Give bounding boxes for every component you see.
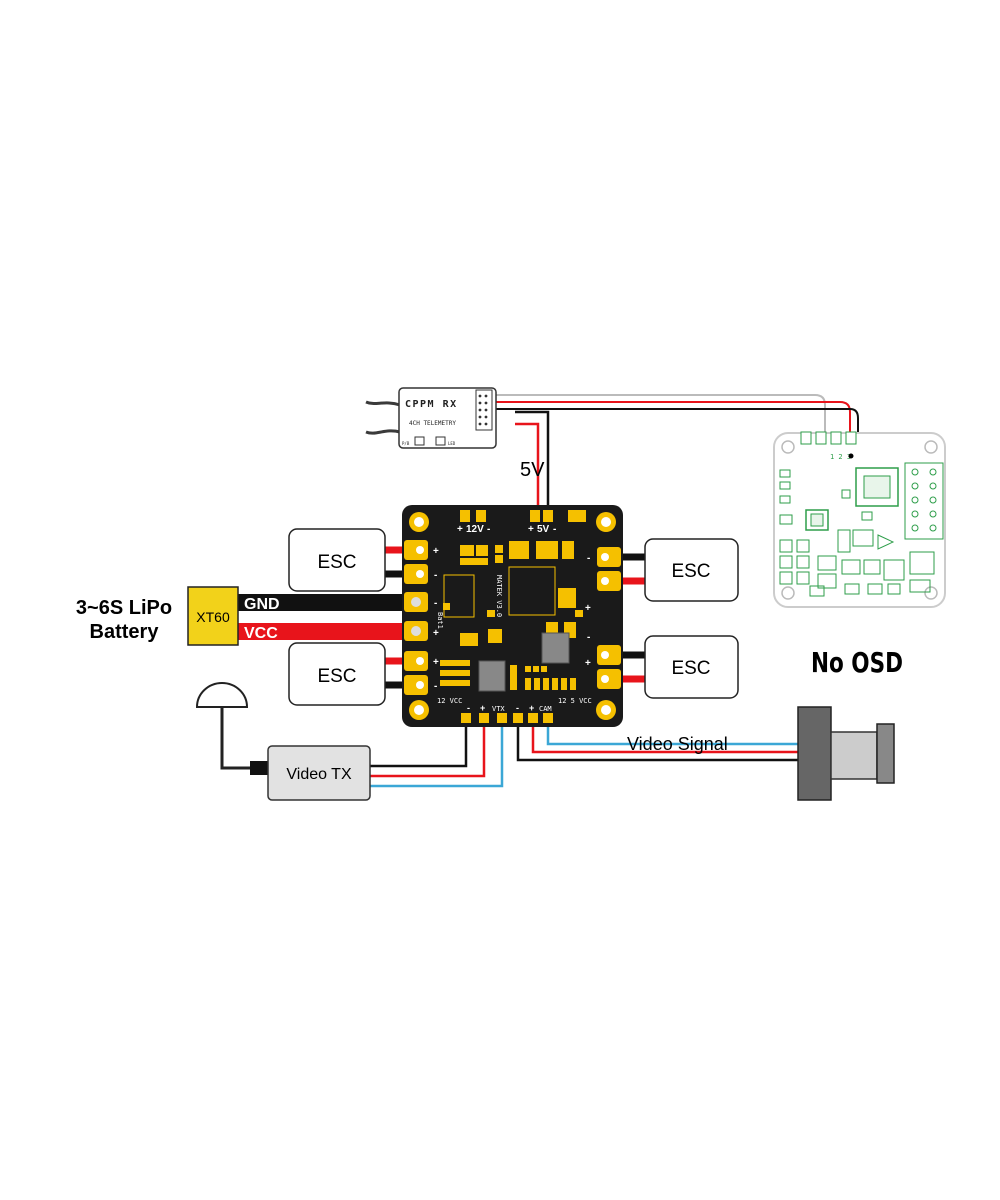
esc-top-right-label: ESC [671,561,710,582]
esc-bottom-right: ESC [644,635,739,699]
fc-sensor-core [810,513,824,527]
board-cam-label: CAM [539,705,552,713]
receiver-title: CPPM RX [405,399,458,410]
board-cam-minus: - [516,703,519,713]
receiver-subtitle: 4CH TELEMETRY [409,420,456,427]
board-label-12v: 12V [466,524,484,535]
battery-label-line2: Battery [90,621,160,643]
esc-bottom-left: ESC [288,642,386,706]
esc-bottom-left-label: ESC [317,666,356,687]
top-pads [460,510,586,522]
pad-sign: + [433,546,439,557]
pad-sign: + [585,658,591,669]
fc-mount-hole [781,440,795,454]
no-osd-label: No OSD [811,646,903,679]
board-bottom-right: 12 5 VCC [558,697,592,705]
receiver-button-icon [414,436,425,446]
board-label-5v: 5V [537,524,550,535]
esc-top-left-label: ESC [317,552,356,573]
board-plus-5v: + [528,524,534,535]
camera [797,706,895,801]
video-signal-label: Video Signal [627,734,728,754]
pad-sign: - [587,553,590,564]
video-tx: Video TX [267,745,371,801]
fc-mcu-core [863,475,891,499]
fc-pin-numbers: 1 2 3 [830,453,851,461]
rx-to-fc-wires [495,394,859,440]
board-cam-plus: + [529,703,534,713]
receiver-label-left: P/B [402,441,410,446]
esc-top-left: ESC [288,528,386,592]
fc-pin-marker [848,453,854,459]
gnd-wire [238,594,416,611]
board-vtx-label: VTX [492,705,505,713]
board-model: MATEK V3.0 [495,575,503,617]
five-volt-label: 5V [520,459,545,481]
receiver-label-right: LED [448,441,456,446]
board-batt-label: Bat1 [436,612,444,629]
vtx-wires [370,720,504,788]
rx-power-wires [515,410,550,520]
battery-label-line1: 3~6S LiPo [76,597,172,619]
fc-mount-hole [781,586,795,600]
receiver-pin-header [475,389,493,431]
vcc-wire [238,623,416,640]
antenna-icon [195,682,268,775]
board-outlines [443,566,556,618]
esc-bottom-right-label: ESC [671,658,710,679]
pad-sign: - [434,570,437,581]
receiver-antennas [365,400,401,435]
board-vtx-minus: - [467,703,470,713]
board-components [443,541,583,646]
fc-mount-hole [924,586,938,600]
camera-wires [516,720,800,762]
pad-sign: + [433,628,439,639]
cppm-receiver: CPPM RX 4CH TELEMETRY P/B LED [398,387,497,449]
left-pad-signs: + - - + + - [433,546,439,692]
receiver-led-icon [435,436,446,446]
pad-sign: - [587,632,590,643]
video-tx-label: Video TX [286,766,352,783]
pad-sign: - [434,681,437,692]
bottom-pads [461,713,553,723]
board-minus-5v: - [553,524,556,535]
small-pads [440,660,576,690]
mount-holes [409,512,616,720]
right-pad-signs: - + - + [585,553,591,669]
board-vtx-plus: + [480,703,485,713]
gnd-label: GND [244,596,280,613]
vcc-label: VCC [244,625,278,642]
fc-pin-header [800,431,857,445]
board-bottom-left: 12 VCC [437,697,462,705]
ic-chip [478,660,506,692]
xt60-label: XT60 [196,609,230,625]
board-minus-12v: - [487,524,490,535]
fc-mount-hole [924,440,938,454]
left-pads [404,540,428,695]
flight-controller: 1 2 3 [773,431,946,608]
esc-top-right: ESC [644,538,739,602]
receiver-pins [478,394,488,426]
right-pads [597,547,621,689]
xt60-connector [187,586,239,646]
pad-sign: + [433,657,439,668]
pad-sign: + [585,603,591,614]
board-plus-12v: + [457,524,463,535]
pdb-board: + 12V - + 5V - + - - + + - Bat1 [402,505,623,727]
ic-chip [541,632,570,664]
pad-sign: - [434,598,437,609]
fc-small-parts [779,469,935,597]
fc-header-grid [904,462,944,540]
